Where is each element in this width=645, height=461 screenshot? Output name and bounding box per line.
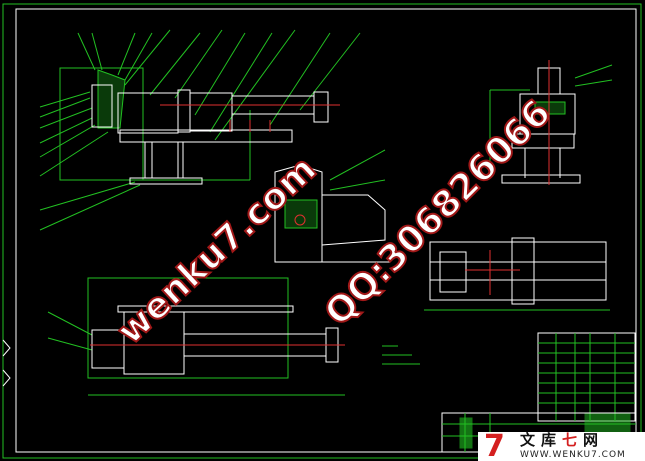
logo-mark: 7 [484, 432, 505, 461]
technical-notes [382, 345, 420, 365]
logo-name-b: 七 [562, 432, 584, 449]
front-view [489, 60, 613, 185]
logo-name: 文库七网 [520, 432, 604, 449]
logo-url: WWW.WENKU7.COM [520, 450, 626, 460]
logo-name-c: 网 [583, 432, 605, 449]
plan-view [47, 277, 345, 396]
section-view [274, 149, 390, 263]
left-margin-marks [2, 339, 11, 387]
site-logo: 7 文库七网 WWW.WENKU7.COM [478, 432, 645, 461]
logo-name-a: 文库 [520, 432, 563, 449]
inner-frame [15, 8, 637, 453]
top-view [424, 237, 610, 311]
side-view-assembly [39, 29, 361, 231]
outer-frame [2, 3, 642, 459]
